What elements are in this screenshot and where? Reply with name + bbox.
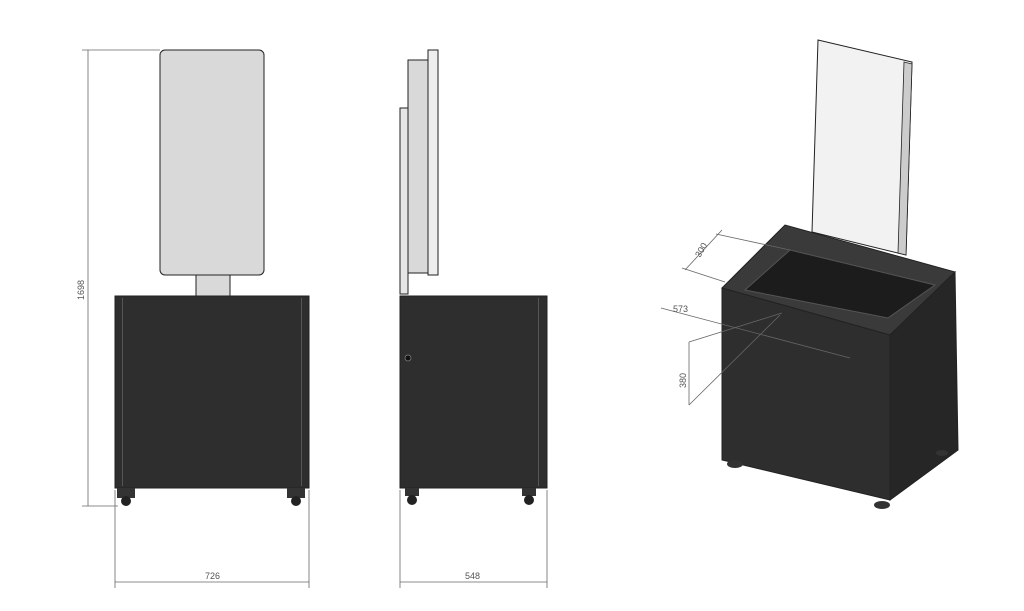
caster-wheel	[522, 488, 536, 505]
side-view: 548	[399, 49, 548, 588]
dimension-line	[660, 307, 851, 359]
dimension-line	[684, 229, 723, 271]
caster-wheel	[727, 460, 743, 468]
isometric-view: 300 573 380	[660, 39, 959, 509]
edge-line	[538, 298, 539, 486]
panel-edge	[897, 61, 913, 256]
cabinet-side	[399, 295, 548, 489]
dimension-line	[681, 267, 726, 283]
dimension-line	[688, 314, 781, 406]
panel-frame	[427, 49, 439, 276]
dimension-line	[715, 233, 791, 251]
cabinet-body	[114, 295, 310, 489]
lock-icon	[404, 354, 412, 362]
edge-line	[122, 298, 123, 486]
display-panel	[159, 49, 265, 276]
iso-panel	[811, 39, 913, 256]
iso-dimension-label-a: 300	[693, 241, 709, 259]
iso-dimension-label-b: 573	[673, 304, 688, 314]
depth-dimension-label: 548	[465, 571, 480, 581]
panel-post	[195, 274, 231, 297]
caster-wheel	[287, 488, 305, 506]
iso-side	[889, 270, 959, 501]
panel-post	[399, 107, 409, 295]
edge-line	[301, 298, 302, 486]
width-dimension-label: 726	[205, 571, 220, 581]
caster-wheel	[874, 501, 890, 509]
caster-wheel	[405, 488, 419, 505]
caster-wheel	[117, 488, 135, 506]
front-view: 1698 726	[76, 49, 310, 588]
iso-opening	[743, 249, 937, 319]
dimension-line	[688, 312, 783, 343]
caster-wheel	[936, 450, 948, 456]
iso-dimension-label-c: 380	[678, 373, 688, 388]
height-dimension-label: 1698	[76, 280, 86, 300]
